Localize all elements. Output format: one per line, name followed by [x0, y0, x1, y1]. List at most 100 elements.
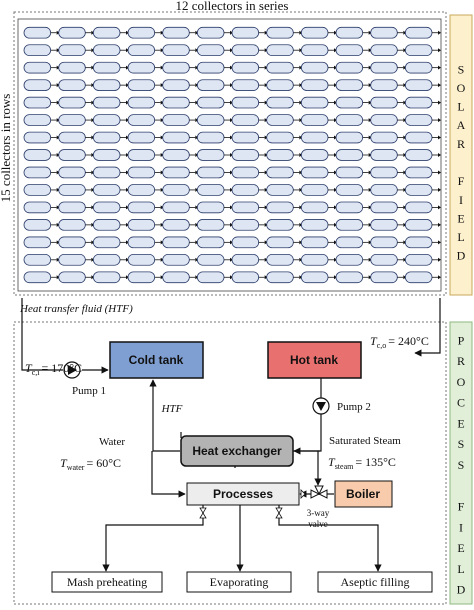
collector-tube	[58, 201, 86, 214]
collector-tube	[404, 149, 433, 161]
field-letter: C	[457, 396, 465, 410]
collector-tube	[266, 236, 294, 249]
collector-tube	[231, 26, 260, 39]
collector-tube	[370, 149, 398, 161]
collector-tube	[196, 79, 225, 91]
field-letter: F	[458, 174, 465, 188]
field-letter: S	[458, 458, 465, 472]
collector-tube	[300, 61, 329, 74]
collector-tube	[231, 236, 260, 249]
collector-tube	[58, 79, 86, 91]
collector-tube	[127, 131, 156, 144]
collector-tube	[266, 79, 294, 91]
collector-tube	[231, 166, 260, 179]
collector-tube	[335, 184, 364, 196]
collector-tube	[92, 236, 121, 249]
t-water-label: Twater= 60°C	[60, 456, 121, 472]
collector-tube	[58, 219, 86, 231]
collector-tube	[58, 271, 86, 284]
field-letter: E	[457, 211, 464, 225]
collector-tube	[162, 201, 190, 214]
t-co-label: Tc,o= 240°C	[370, 334, 429, 350]
collector-tube	[92, 61, 121, 74]
field-letter: I	[459, 193, 463, 207]
saturated-steam-label: Saturated Steam	[329, 435, 401, 447]
field-letter: S	[458, 62, 465, 76]
field-letter: S	[458, 437, 465, 451]
collector-tube	[300, 201, 329, 214]
collector-tube	[404, 253, 433, 266]
collector-row	[23, 201, 441, 214]
collector-tube	[404, 131, 433, 144]
collector-tube	[196, 61, 225, 74]
collector-tube	[300, 271, 329, 284]
output-valves	[199, 489, 306, 519]
collector-tube	[300, 166, 329, 179]
collector-tube	[300, 79, 329, 91]
collector-tube	[370, 184, 398, 196]
boiler-label: Boiler	[346, 487, 380, 501]
pipe-water	[151, 451, 186, 498]
collector-tube	[127, 114, 156, 126]
collector-tube	[231, 271, 260, 284]
output-mash-label: Mash preheating	[67, 575, 147, 589]
collector-grid	[23, 26, 441, 284]
collector-tube	[23, 184, 52, 196]
collector-tube	[92, 96, 121, 109]
water-label: Water	[99, 436, 125, 448]
collector-tube	[23, 26, 52, 39]
pipe-mash	[102, 505, 204, 572]
collector-tube	[92, 253, 121, 266]
collector-tube	[92, 26, 121, 39]
field-letter: L	[457, 562, 464, 576]
collector-tube	[370, 26, 398, 39]
collector-tube	[196, 131, 225, 144]
pump2-label: Pump 2	[337, 401, 371, 413]
collector-tube	[127, 236, 156, 249]
collector-tube	[23, 131, 52, 144]
collector-tube	[266, 166, 294, 179]
solar-top-label: 12 collectors in series	[176, 0, 289, 13]
t-ci-label: Tc,i= 170°C	[25, 361, 82, 377]
collector-row	[23, 219, 441, 231]
collector-tube	[300, 96, 329, 109]
collector-tube	[162, 236, 190, 249]
collector-tube	[335, 236, 364, 249]
collector-tube	[162, 114, 190, 126]
collector-tube	[162, 61, 190, 74]
collector-tube	[266, 44, 294, 57]
solar-side-label: 15 collectors in rows	[0, 94, 13, 203]
collector-tube	[266, 96, 294, 109]
collector-tube	[335, 26, 364, 39]
collector-tube	[92, 44, 121, 57]
pipe-pump2-hx	[293, 412, 322, 455]
collector-tube	[335, 253, 364, 266]
collector-tube	[335, 219, 364, 231]
collector-tube	[58, 131, 86, 144]
collector-tube	[162, 184, 190, 196]
collector-tube	[58, 44, 86, 57]
output-mash-box	[51, 571, 163, 593]
collector-tube	[162, 271, 190, 284]
collector-tube	[231, 253, 260, 266]
collector-tube	[370, 131, 398, 144]
solar-field-band	[449, 14, 473, 296]
collector-tube	[404, 26, 433, 39]
heat-exchanger	[180, 435, 294, 467]
collector-row	[23, 253, 441, 266]
collector-tube	[300, 44, 329, 57]
collector-tube	[127, 201, 156, 214]
collector-tube	[196, 44, 225, 57]
solar-field-border	[13, 11, 447, 296]
collector-tube	[335, 201, 364, 214]
collector-tube	[231, 96, 260, 109]
collector-tube	[404, 166, 433, 179]
collector-tube	[23, 79, 52, 91]
collector-tube	[404, 96, 433, 109]
collector-tube	[162, 96, 190, 109]
collector-tube	[23, 96, 52, 109]
field-letter: L	[457, 230, 464, 244]
collector-tube	[196, 271, 225, 284]
collector-tube	[23, 44, 52, 57]
